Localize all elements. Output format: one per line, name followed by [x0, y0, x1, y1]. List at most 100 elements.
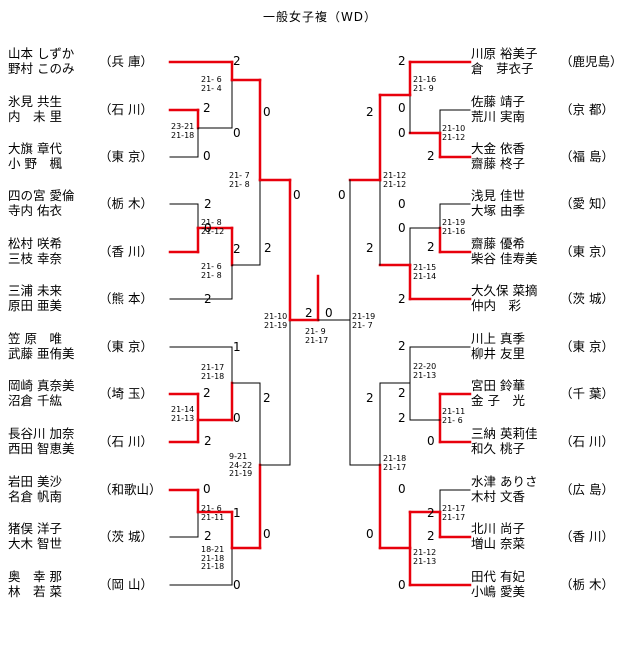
team-player-1: 三納 英莉佳: [471, 426, 538, 441]
team-player-2: 林 若 菜: [8, 584, 62, 599]
team-prefecture: （茨 城）: [560, 291, 614, 306]
team-player-1: 浅見 佳世: [471, 188, 525, 203]
team-player-1: 北川 尚子: [471, 521, 525, 536]
team-prefecture: （千 葉）: [560, 386, 614, 401]
team-player-1: 大金 依香: [471, 141, 525, 156]
score-right: 0: [398, 482, 406, 496]
team-prefecture: （香 川）: [560, 529, 614, 544]
score-right: 2: [398, 339, 406, 353]
team-player-2: 倉 芽衣子: [471, 61, 534, 76]
team-player-2: 西田 智恵美: [8, 441, 75, 456]
score-left: 2: [203, 101, 211, 115]
score-left: 0: [263, 105, 271, 119]
score-left: 0: [233, 411, 241, 425]
final-score-left: 2: [305, 306, 313, 320]
team-prefecture: （東 京）: [560, 244, 614, 259]
score-left: 0: [203, 149, 211, 163]
score-left: 0: [203, 482, 211, 496]
team-player-1: 岡崎 真奈美: [8, 378, 75, 393]
score-left: 2: [204, 434, 212, 448]
team-player-1: 笠 原 唯: [8, 331, 62, 346]
team-player-2: 小 野 楓: [8, 156, 62, 171]
score-right: 0: [366, 527, 374, 541]
score-right: 2: [398, 292, 406, 306]
team-prefecture: （福 島）: [560, 149, 614, 164]
team-prefecture: （京 都）: [560, 102, 614, 117]
team-prefecture: （愛 知）: [560, 196, 614, 211]
score-left: 2: [264, 241, 272, 255]
score-left: 0: [293, 188, 301, 202]
score-right: 0: [398, 578, 406, 592]
team-prefecture: （石 川）: [99, 102, 153, 117]
score-left: 2: [263, 391, 271, 405]
team-prefecture: （岡 山）: [99, 577, 153, 592]
team-player-2: 荒川 実南: [471, 109, 525, 124]
team-prefecture: （栃 木）: [560, 577, 614, 592]
team-prefecture: （広 島）: [560, 482, 614, 497]
score-right: 2: [427, 506, 435, 520]
team-prefecture: （熊 本）: [99, 291, 153, 306]
score-right: 0: [427, 434, 435, 448]
score-left: 0: [233, 578, 241, 592]
team-player-2: 沼倉 千紘: [8, 393, 62, 408]
score-left: 1: [233, 506, 241, 520]
team-player-2: 増山 奈菜: [471, 536, 525, 551]
team-player-1: 宮田 鈴華: [471, 378, 525, 393]
team-prefecture: （香 川）: [99, 244, 153, 259]
team-player-1: 岩田 美沙: [8, 474, 62, 489]
team-player-2: 小嶋 愛美: [471, 584, 525, 599]
team-player-2: 木村 文香: [471, 489, 525, 504]
bracket-title: 一般女子複（WD）: [262, 10, 378, 24]
team-player-2: 野村 このみ: [8, 61, 75, 76]
team-player-1: 齋藤 優希: [471, 236, 525, 251]
score-right: 2: [427, 149, 435, 163]
team-player-1: 大久保 菜摘: [471, 283, 538, 298]
score-right: 2: [398, 386, 406, 400]
score-right: 0: [338, 188, 346, 202]
team-player-2: 原田 亜美: [8, 298, 62, 313]
score-right: 0: [398, 101, 406, 115]
score-left: 2: [204, 292, 212, 306]
score-right: 2: [366, 391, 374, 405]
team-player-2: 齋藤 柊子: [471, 156, 525, 171]
score-left: 2: [204, 529, 212, 543]
team-player-1: 猪俣 洋子: [8, 521, 62, 536]
score-left: 2: [233, 54, 241, 68]
score-left: 1: [233, 340, 241, 354]
team-player-1: 大旗 章代: [8, 141, 62, 156]
final-score-right: 0: [325, 306, 333, 320]
team-player-1: 川上 真季: [471, 331, 525, 346]
team-player-2: 名倉 帆南: [8, 489, 62, 504]
team-player-2: 柳井 友里: [471, 346, 525, 361]
score-left: 0: [263, 527, 271, 541]
team-player-1: 松村 咲希: [8, 236, 62, 251]
score-left: 2: [203, 386, 211, 400]
score-right: 2: [398, 54, 406, 68]
team-prefecture: （兵 庫）: [99, 54, 153, 69]
team-player-2: 武藤 亜侑美: [8, 346, 75, 361]
team-prefecture: （東 京）: [99, 149, 153, 164]
score-left: 2: [204, 197, 212, 211]
team-player-2: 寺内 佑衣: [8, 203, 62, 218]
team-prefecture: （石 川）: [560, 434, 614, 449]
team-player-2: 金 子 光: [471, 393, 525, 408]
team-player-2: 大塚 由季: [471, 203, 525, 218]
score-right: 0: [398, 221, 406, 235]
team-player-2: 大木 智世: [8, 536, 62, 551]
